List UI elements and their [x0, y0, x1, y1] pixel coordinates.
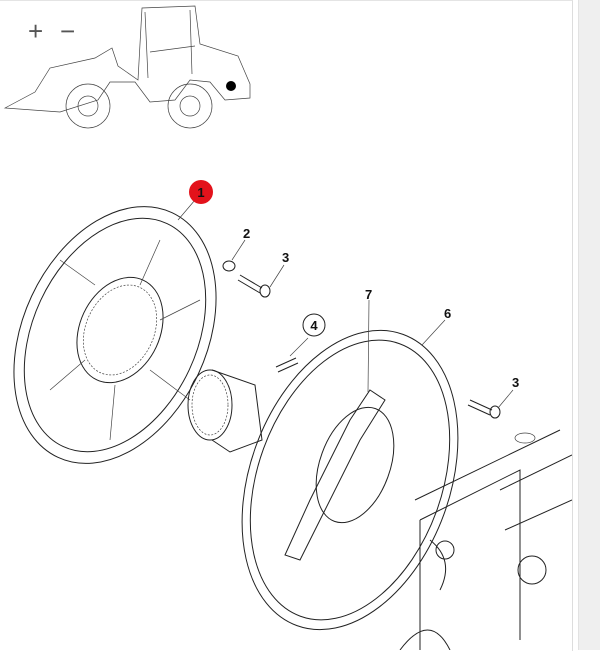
machine-locator-thumbnail[interactable] [3, 5, 251, 129]
part-6-plate[interactable] [203, 300, 497, 650]
callout-1[interactable]: 1 [189, 180, 213, 204]
zoom-out-button[interactable]: − [60, 16, 76, 46]
diagram-panel [0, 0, 573, 651]
parts-diagram: 1 2 3 4 7 6 3 [0, 5, 572, 650]
part-2-washer[interactable] [222, 260, 236, 272]
callout-3[interactable]: 3 [282, 250, 289, 265]
part-1-flange[interactable] [0, 174, 255, 496]
callout-1-label: 1 [197, 185, 204, 200]
callout-6[interactable]: 6 [444, 306, 451, 321]
pump-housing [399, 429, 572, 650]
scrollbar[interactable] [578, 0, 600, 650]
part-4-coupling[interactable] [187, 357, 299, 453]
callout-2[interactable]: 2 [243, 226, 250, 241]
location-marker-icon [226, 81, 236, 91]
callout-4-label: 4 [310, 318, 318, 333]
callout-3-right[interactable]: 3 [512, 375, 519, 390]
part-3-bolt[interactable] [237, 274, 271, 298]
callout-4[interactable]: 4 [302, 313, 326, 337]
part-7-bracket[interactable] [284, 389, 386, 561]
zoom-in-button[interactable]: + [28, 16, 44, 46]
part-3-bolt-right[interactable] [467, 399, 501, 419]
callout-7[interactable]: 7 [365, 287, 372, 302]
